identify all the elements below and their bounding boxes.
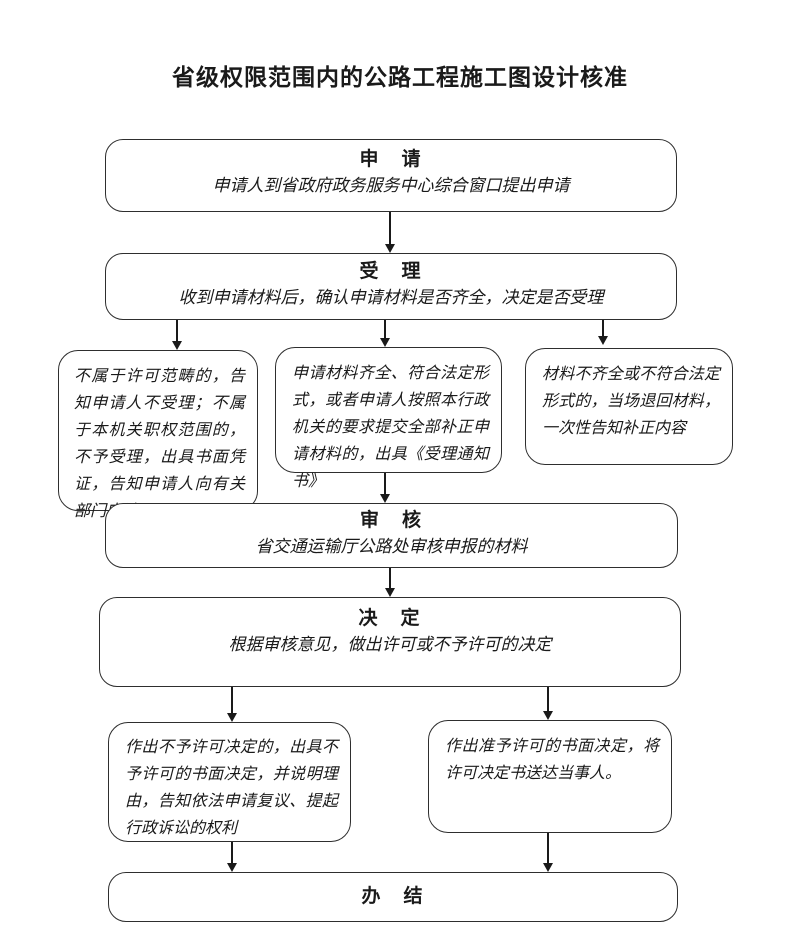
decision-body: 根据审核意见，做出许可或不予许可的决定 bbox=[228, 634, 552, 654]
down-arrow bbox=[543, 687, 553, 720]
accept-node: 受 理 收到申请材料后，确认申请材料是否齐全，决定是否受理 bbox=[105, 253, 677, 320]
apply-heading: 申 请 bbox=[359, 149, 423, 170]
complete-heading: 办 结 bbox=[361, 886, 425, 908]
down-arrow bbox=[543, 833, 553, 872]
down-arrow bbox=[172, 320, 182, 350]
return-branch-body: 材料不齐全或不符合法定形式的，当场退回材料，一次性告知补正内容 bbox=[542, 366, 720, 437]
reject-branch-body: 不属于许可范畴的，告知申请人不受理；不属于本机关职权范围的，不予受理，出具书面凭… bbox=[74, 368, 245, 520]
accept-branch-body: 申请材料齐全、符合法定形式，或者申请人按照本行政机关的要求提交全部补正申请材料的… bbox=[292, 365, 489, 490]
accept-branch-node: 申请材料齐全、符合法定形式，或者申请人按照本行政机关的要求提交全部补正申请材料的… bbox=[275, 347, 502, 490]
down-arrow bbox=[380, 320, 390, 347]
accept-heading: 受 理 bbox=[359, 261, 423, 282]
deny-branch-body: 作出不予许可决定的，出具不予许可的书面决定，并说明理由，告知依法申请复议、提起行… bbox=[125, 739, 338, 837]
return-branch-node: 材料不齐全或不符合法定形式的，当场退回材料，一次性告知补正内容 bbox=[525, 348, 733, 465]
review-node: 审 核 省交通运输厅公路处审核申报的材料 bbox=[105, 503, 678, 568]
complete-node: 办 结 bbox=[108, 872, 678, 922]
grant-branch-body: 作出准予许可的书面决定，将许可决定书送达当事人。 bbox=[445, 738, 659, 782]
grant-branch-node: 作出准予许可的书面决定，将许可决定书送达当事人。 bbox=[428, 720, 672, 833]
down-arrow bbox=[227, 687, 237, 722]
apply-node: 申 请 申请人到省政府政务服务中心综合窗口提出申请 bbox=[105, 139, 677, 212]
down-arrow bbox=[385, 568, 395, 597]
review-body: 省交通运输厅公路处审核申报的材料 bbox=[255, 536, 528, 556]
deny-branch-node: 作出不予许可决定的，出具不予许可的书面决定，并说明理由，告知依法申请复议、提起行… bbox=[108, 722, 351, 842]
down-arrow bbox=[227, 842, 237, 872]
accept-body: 收到申请材料后，确认申请材料是否齐全，决定是否受理 bbox=[178, 287, 604, 307]
page-title: 省级权限范围内的公路工程施工图设计核准 bbox=[172, 64, 628, 90]
decision-heading: 决 定 bbox=[358, 608, 422, 629]
review-heading: 审 核 bbox=[359, 510, 423, 531]
decision-node: 决 定 根据审核意见，做出许可或不予许可的决定 bbox=[99, 597, 681, 687]
reject-branch-node: 不属于许可范畴的，告知申请人不受理；不属于本机关职权范围的，不予受理，出具书面凭… bbox=[58, 350, 258, 520]
down-arrow bbox=[385, 212, 395, 253]
down-arrow bbox=[380, 473, 390, 503]
apply-body: 申请人到省政府政务服务中心综合窗口提出申请 bbox=[212, 175, 570, 195]
down-arrow bbox=[598, 320, 608, 345]
